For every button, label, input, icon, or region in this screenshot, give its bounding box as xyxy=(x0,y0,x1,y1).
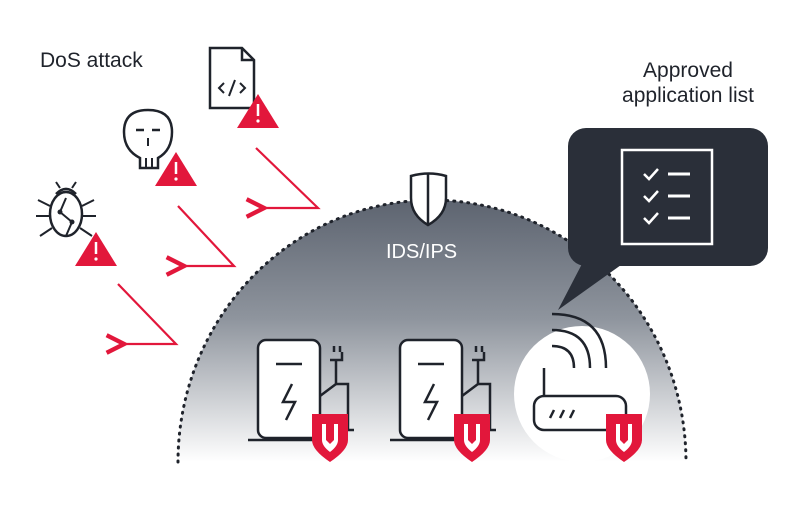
dos-attack-label: DoS attack xyxy=(40,49,143,72)
bug-icon xyxy=(36,181,96,238)
speech-bubble xyxy=(558,128,768,310)
checklist-icon xyxy=(620,148,714,246)
attack-arrows xyxy=(118,147,321,344)
warning-triangle-icon xyxy=(155,152,197,186)
code-file-icon xyxy=(208,46,256,110)
red-shield-badge-icon xyxy=(454,414,490,462)
ev-charger-icon xyxy=(390,338,496,442)
ev-charger-icon xyxy=(248,338,354,442)
red-shield-badge-icon xyxy=(312,414,348,462)
attack-arrow-3 xyxy=(118,283,179,344)
wifi-router-icon xyxy=(532,312,628,432)
approved-application-list-label: Approved application list xyxy=(622,59,754,108)
shield-icon xyxy=(409,172,448,227)
red-shield-badge-icon xyxy=(606,414,642,462)
skull-icon xyxy=(122,108,174,170)
warning-triangle-icon xyxy=(237,94,279,128)
attack-arrow-1 xyxy=(256,147,321,208)
warning-triangle-icon xyxy=(75,232,117,266)
attack-arrow-2 xyxy=(178,205,237,266)
ids-ips-label: IDS/IPS xyxy=(386,241,458,263)
